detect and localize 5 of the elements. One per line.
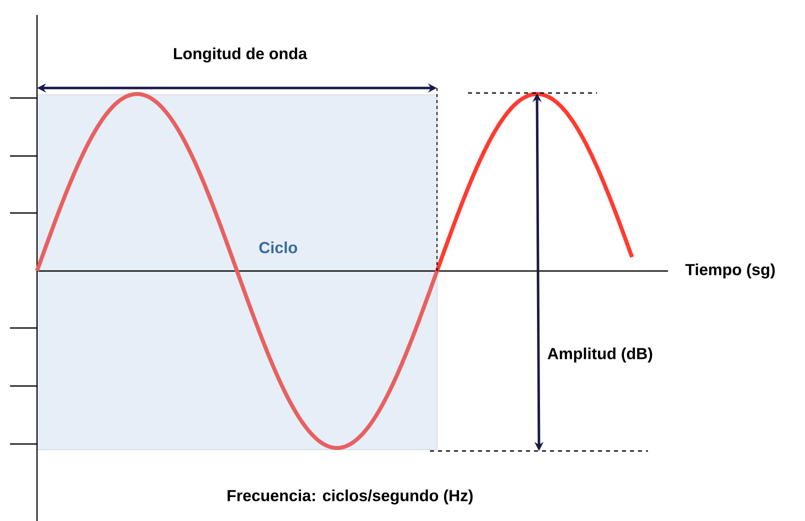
axis-caption: Frecuencia: ciclos/segundo (Hz): [228, 490, 473, 504]
cycle-box: Ciclo: [37, 94, 438, 450]
axis-label: Tiempo (sg): [685, 264, 775, 278]
dimension-label: Longitud de onda: [174, 48, 308, 62]
dimension-label: Amplitud (dB): [548, 348, 652, 362]
